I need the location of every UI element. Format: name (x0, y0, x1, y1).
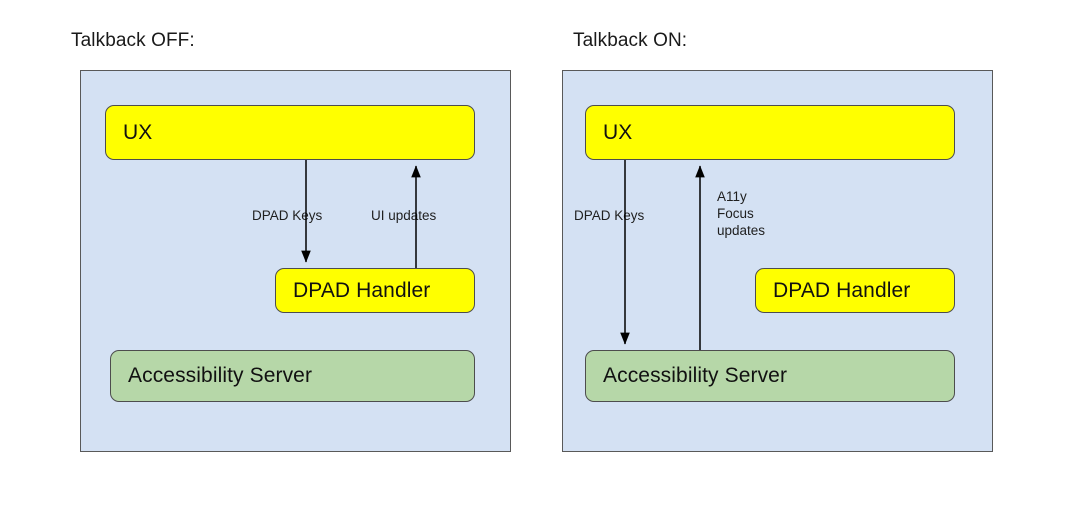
node-accessibility-server-off-label: Accessibility Server (128, 364, 313, 387)
edge-label-ui-updates-off: UI updates (371, 208, 437, 223)
edge-label-dpad-keys-on: DPAD Keys (574, 208, 645, 223)
panel-title-talkback-off: Talkback OFF: (71, 30, 195, 51)
node-ux-off-label: UX (123, 120, 153, 144)
node-ux-on-label: UX (603, 120, 633, 144)
node-dpad-handler-off[interactable]: DPAD Handler (275, 268, 475, 313)
edge-label-a11y-line-2: Focus (717, 206, 754, 221)
edge-label-dpad-keys-off: DPAD Keys (252, 208, 323, 223)
edge-label-a11y-line-1: A11y (717, 189, 747, 204)
node-accessibility-server-off[interactable]: Accessibility Server (110, 350, 475, 402)
node-ux-on[interactable]: UX (585, 105, 955, 160)
node-accessibility-server-on[interactable]: Accessibility Server (585, 350, 955, 402)
node-dpad-handler-off-label: DPAD Handler (293, 278, 431, 302)
node-accessibility-server-on-label: Accessibility Server (603, 364, 788, 387)
node-dpad-handler-on[interactable]: DPAD Handler (755, 268, 955, 313)
edge-label-a11y-line-3: updates (717, 223, 766, 238)
node-ux-off[interactable]: UX (105, 105, 475, 160)
node-dpad-handler-on-label: DPAD Handler (773, 278, 911, 302)
edge-label-a11y-focus-updates-on: A11y Focus updates (717, 188, 765, 239)
panel-title-talkback-on: Talkback ON: (573, 30, 688, 51)
